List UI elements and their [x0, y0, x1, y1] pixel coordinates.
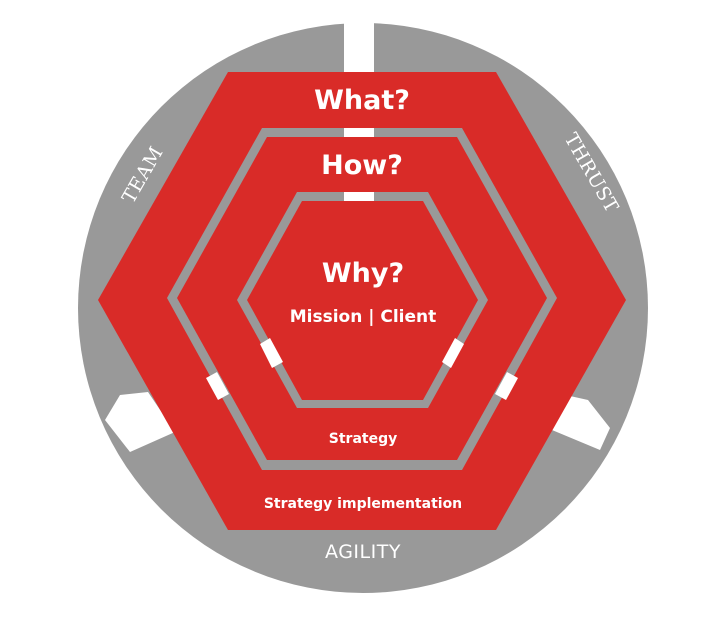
connector-right-inner — [442, 338, 464, 368]
middle-caption: Strategy — [329, 431, 397, 447]
ring-gap-left — [105, 392, 175, 452]
ring-gap-top — [344, 10, 374, 72]
connector-left-inner — [260, 338, 283, 368]
connector-top-inner — [344, 192, 374, 201]
connector-marks — [206, 128, 518, 400]
ring-gap-right — [552, 392, 610, 450]
connector-right-middle — [495, 372, 518, 400]
center-title: Why? — [322, 258, 404, 289]
connector-left-middle — [206, 372, 229, 400]
center-subtitle: Mission | Client — [290, 307, 437, 327]
ring-label-agility: AGILITY — [325, 541, 401, 563]
inner-hexagon — [247, 201, 478, 400]
outer-title: What? — [314, 85, 410, 116]
outer-caption: Strategy implementation — [264, 496, 462, 512]
middle-title: How? — [321, 150, 403, 181]
connector-top-middle — [344, 128, 374, 137]
